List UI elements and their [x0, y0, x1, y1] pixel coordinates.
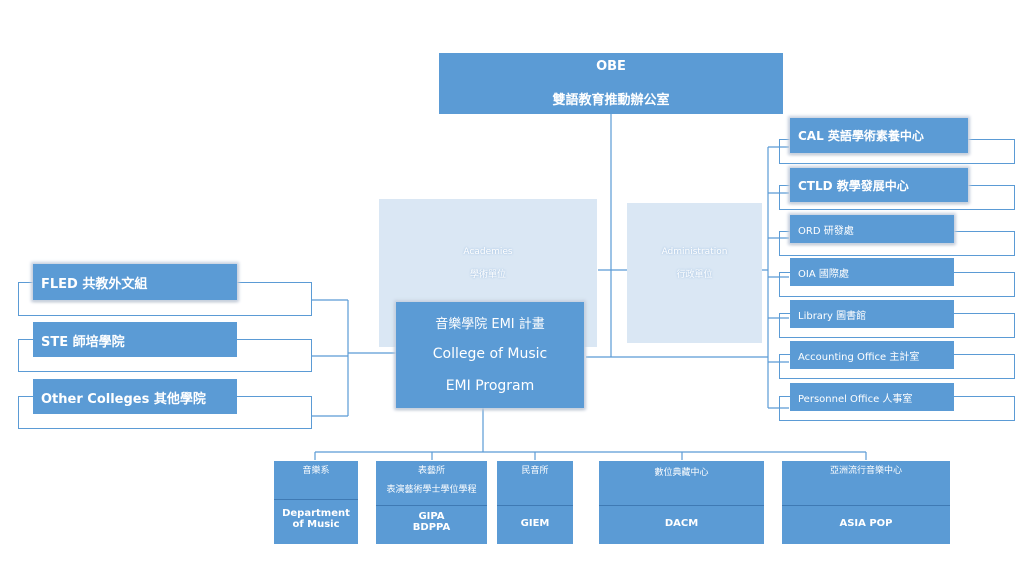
- fled-label: FLED 共教外文組: [41, 277, 148, 292]
- academies-label: Academies: [463, 247, 513, 257]
- ctld-label: CTLD 教學發展中心: [798, 179, 909, 193]
- department-of-music-name-2: of Music: [292, 519, 340, 530]
- obe-subtitle: 雙語教育推動辦公室: [552, 93, 670, 108]
- cal-label: CAL 英語學術素養中心: [798, 129, 924, 143]
- personnel-node: Personnel Office 人事室: [790, 383, 954, 411]
- asia-pop-name-zh: 亞洲流行音樂中心: [829, 466, 902, 476]
- other-colleges-node: Other Colleges 其他學院: [33, 379, 237, 414]
- ste-node: STE 師培學院: [33, 322, 237, 357]
- department-of-music-name-zh: 音樂系: [302, 466, 330, 476]
- giem-name: GIEM: [520, 518, 550, 529]
- gipa-bottom: GIPA BDPPA: [376, 505, 487, 544]
- emi-program-subtitle: EMI Program: [445, 378, 535, 394]
- dacm-top: 數位典藏中心: [599, 461, 764, 505]
- emi-program-node: 音樂學院 EMI 計畫 College of Music EMI Program: [396, 302, 584, 408]
- asia-pop-bottom: ASIA POP: [782, 505, 950, 544]
- giem-bottom: GIEM: [497, 505, 573, 544]
- library-label: Library 圖書館: [798, 311, 867, 322]
- accounting-node: Accounting Office 主計室: [790, 341, 954, 369]
- dacm-bottom: DACM: [599, 505, 764, 544]
- department-of-music-top: 音樂系: [274, 461, 358, 499]
- gipa-name-zh: 表藝所: [417, 466, 445, 476]
- obe-node: OBE 雙語教育推動辦公室: [439, 53, 783, 114]
- emi-program-title-zh: 音樂學院 EMI 計畫: [435, 317, 545, 332]
- emi-program-title: College of Music: [432, 346, 548, 362]
- asia-pop-top: 亞洲流行音樂中心: [782, 461, 950, 505]
- administration-label: Administration: [661, 247, 728, 257]
- gipa-name-2: BDPPA: [412, 522, 451, 533]
- gipa-top: 表藝所 表演藝術學士學位學程: [376, 461, 487, 505]
- dacm-name: DACM: [664, 518, 699, 529]
- ctld-node: CTLD 教學發展中心: [790, 168, 968, 202]
- academies-label-zh: 學術單位: [469, 270, 506, 280]
- dacm-name-zh: 數位典藏中心: [654, 468, 709, 478]
- administration-label-zh: 行政單位: [676, 270, 713, 280]
- library-node: Library 圖書館: [790, 300, 954, 328]
- obe-title: OBE: [596, 59, 626, 74]
- oia-label: OIA 國際處: [798, 269, 849, 280]
- cal-node: CAL 英語學術素養中心: [790, 118, 968, 153]
- asia-pop-name: ASIA POP: [839, 518, 893, 529]
- department-of-music-bottom: Department of Music: [274, 499, 358, 544]
- giem-name-zh: 民音所: [521, 466, 549, 476]
- fled-node: FLED 共教外文組: [33, 264, 237, 300]
- accounting-label: Accounting Office 主計室: [798, 352, 920, 363]
- administration-group: Administration 行政單位: [627, 203, 762, 343]
- oia-node: OIA 國際處: [790, 258, 954, 286]
- giem-top: 民音所: [497, 461, 573, 505]
- department-of-music-name: Department: [282, 508, 350, 519]
- ord-node: ORD 研發處: [790, 215, 954, 243]
- gipa-name-zh-2: 表演藝術學士學位學程: [386, 485, 477, 495]
- personnel-label: Personnel Office 人事室: [798, 394, 913, 405]
- ord-label: ORD 研發處: [798, 226, 854, 237]
- other-colleges-label: Other Colleges 其他學院: [41, 392, 206, 407]
- ste-label: STE 師培學院: [41, 335, 125, 350]
- gipa-name: GIPA: [418, 511, 445, 522]
